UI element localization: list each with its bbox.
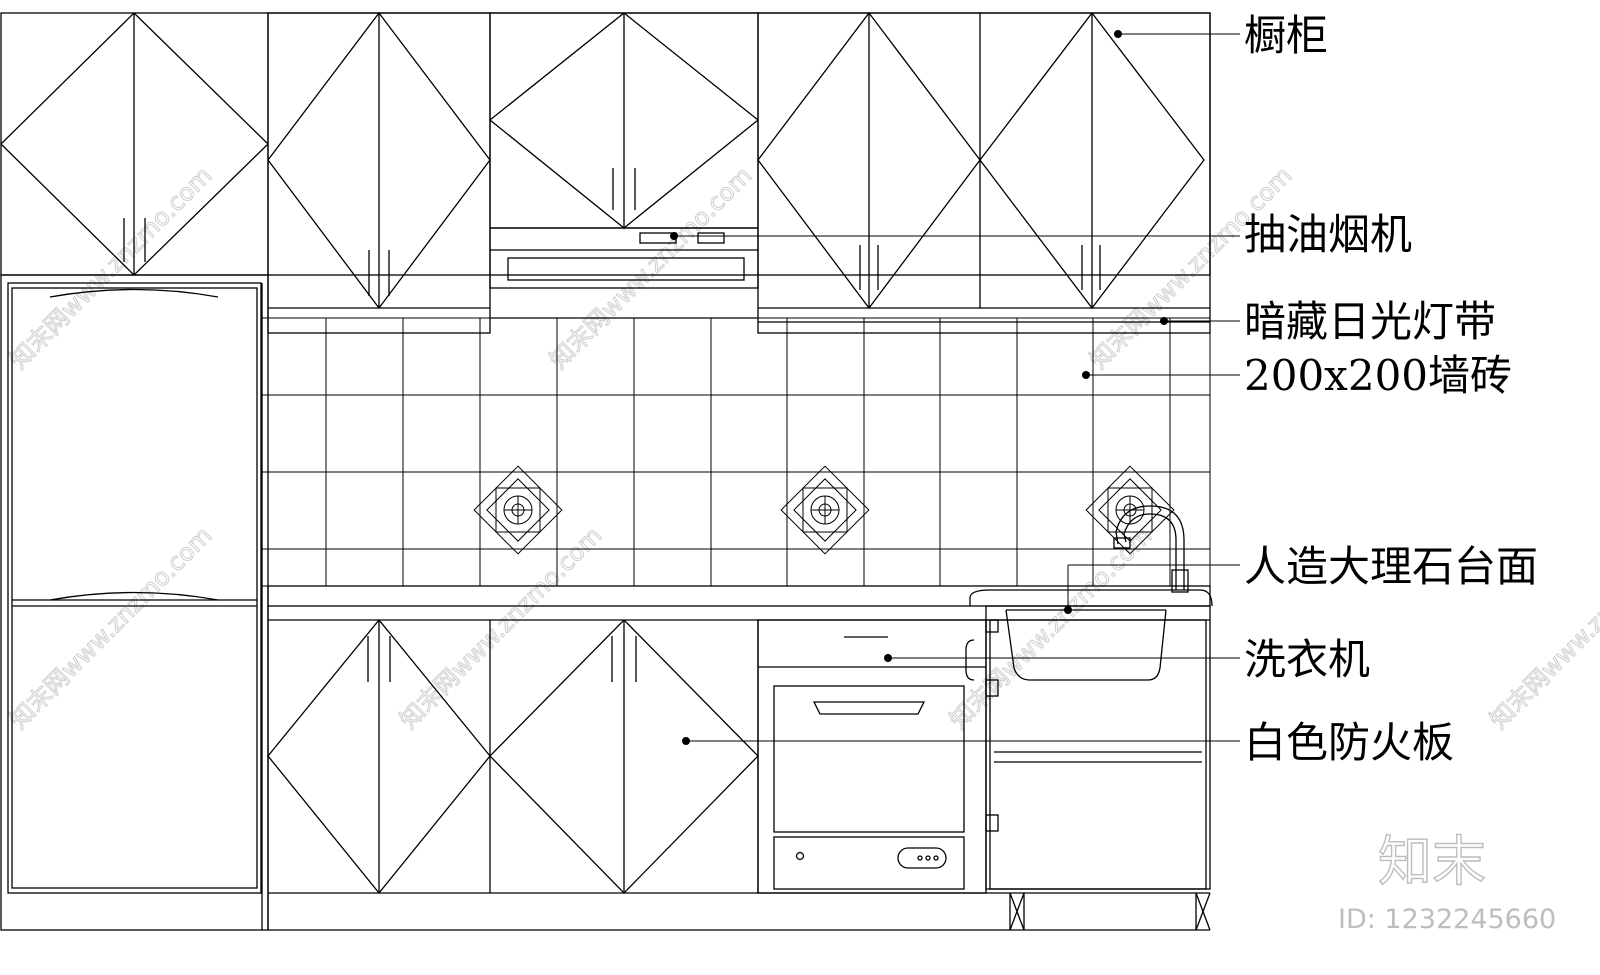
label-wall-tile: 200x200墙砖: [1244, 351, 1512, 400]
decor-tile-rosette-icon: [1085, 465, 1175, 555]
sink-cabinet: [965, 605, 1211, 931]
annotation-labels: 橱柜 抽油烟机 暗藏日光灯带 200x200墙砖 人造大理石台面 洗衣机 白色防…: [1244, 11, 1538, 767]
label-range-hood: 抽油烟机: [1244, 210, 1412, 259]
refrigerator: [0, 274, 269, 931]
label-washing-machine: 洗衣机: [1244, 635, 1370, 684]
label-hidden-light-strip: 暗藏日光灯带: [1244, 297, 1496, 346]
watermark-text: 知末网www.znzmo.com: [4, 161, 217, 374]
watermark-text: 知末网www.znzmo.com: [4, 521, 217, 734]
sink: [969, 589, 1213, 681]
label-fireproof-board: 白色防火板: [1244, 718, 1454, 767]
washing-machine-unit: [757, 619, 987, 894]
countertop: [267, 585, 1211, 930]
decor-tile-rosette-icon: [473, 465, 563, 555]
leader-lines: [674, 33, 1240, 742]
watermark-text: 知末网www.znzmo.com: [544, 161, 757, 374]
label-cabinet: 橱柜: [1244, 11, 1328, 60]
leader-dots: [670, 30, 1168, 745]
label-countertop: 人造大理石台面: [1244, 542, 1538, 591]
image-id-text: ID: 1232245660: [1338, 904, 1556, 935]
wall-tile-grid: [261, 317, 1211, 587]
brand-watermark: 知末 ID: 1232245660: [1338, 829, 1556, 935]
watermark-text: 知末网www.znzmo.com: [944, 521, 1157, 734]
upper-cabinets: [0, 11, 1211, 334]
brand-logo-text: 知末: [1378, 830, 1486, 893]
watermark-text: 知末网www.znzmo.com: [394, 521, 607, 734]
lower-cabinets: [267, 618, 1210, 931]
decor-tile-rosette-icon: [780, 465, 870, 555]
faucet-icon: [1113, 505, 1189, 593]
range-hood: [489, 227, 759, 319]
